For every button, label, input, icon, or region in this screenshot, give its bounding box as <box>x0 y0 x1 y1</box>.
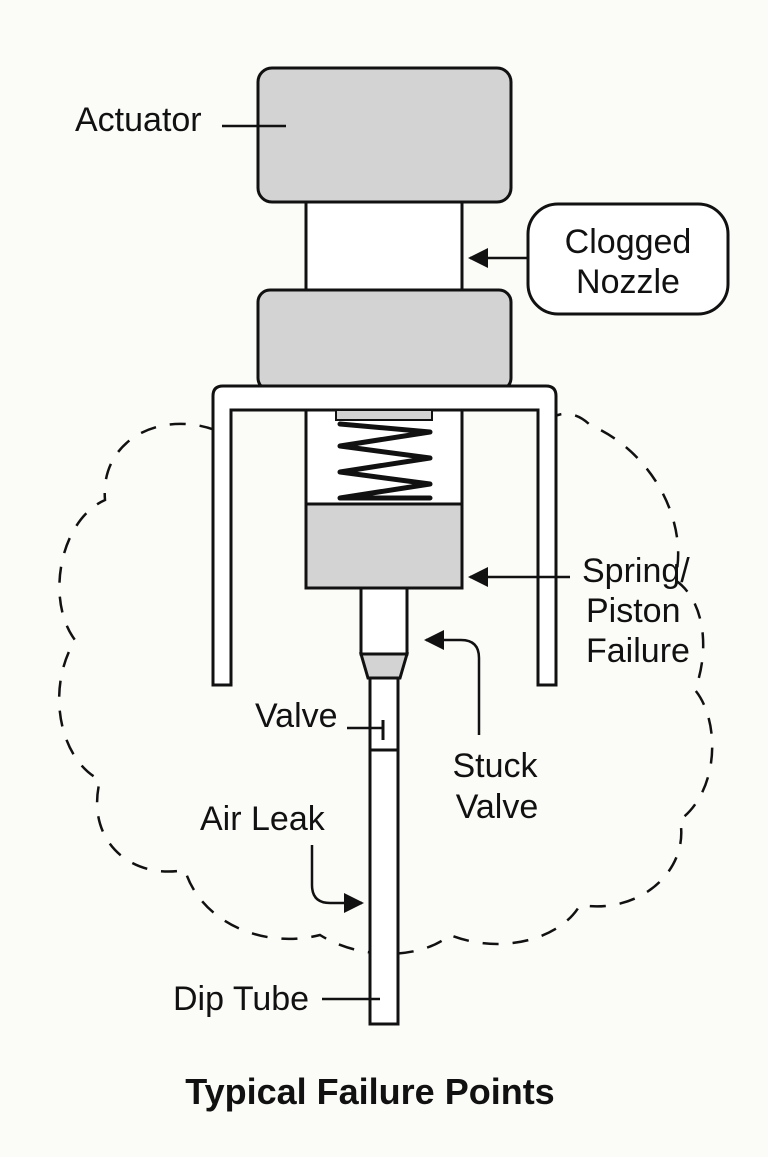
label-valve: Valve <box>255 697 338 735</box>
label-dip-tube: Dip Tube <box>173 980 309 1018</box>
label-stuck-valve-line2: Valve <box>456 788 539 826</box>
label-stuck-valve-line1: Stuck <box>452 747 538 785</box>
spring-coil <box>337 421 433 501</box>
label-clogged-nozzle-line2: Nozzle <box>576 263 680 301</box>
label-spring-piston-line1: Spring/ <box>582 552 690 590</box>
spring-top-plate <box>335 409 433 421</box>
pump-head-block <box>256 288 513 392</box>
actuator-block <box>256 66 513 204</box>
label-spring-piston-line2: Piston <box>586 592 681 630</box>
valve-stem-upper <box>359 586 409 656</box>
dashed-cloud-outline <box>57 412 714 955</box>
label-clogged-nozzle-line1: Clogged <box>565 223 692 261</box>
valve-funnel <box>359 652 409 680</box>
arrow-air-leak <box>310 845 364 913</box>
diagram-title: Typical Failure Points <box>185 1071 554 1112</box>
label-air-leak: Air Leak <box>200 800 326 838</box>
arrow-stuck-valve <box>424 630 481 735</box>
piston-block <box>304 502 464 590</box>
label-actuator: Actuator <box>75 101 202 139</box>
nozzle-section <box>304 200 464 292</box>
label-spring-piston-line3: Failure <box>586 632 690 670</box>
housing-bracket <box>211 384 558 687</box>
